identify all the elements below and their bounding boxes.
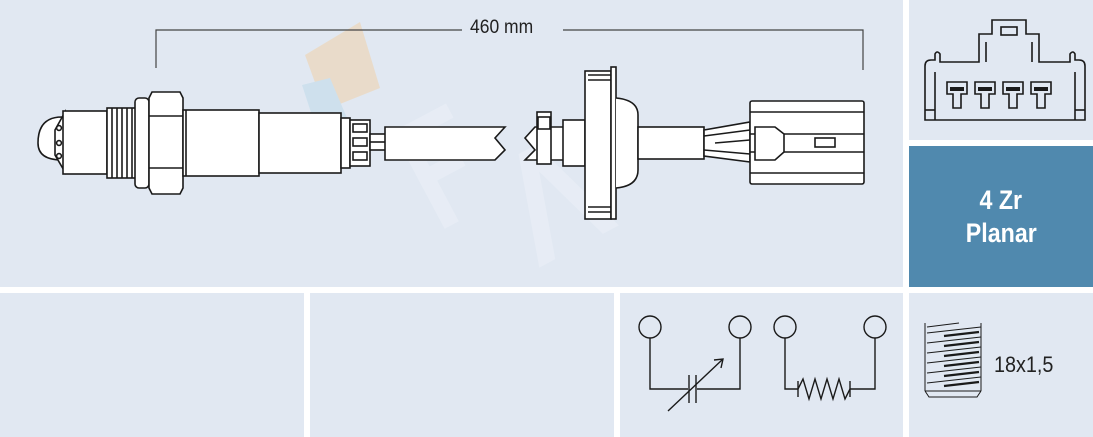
empty-info-panel-1 [0, 293, 304, 437]
length-dimension-label: 460 mm [470, 17, 534, 38]
connector-face-panel [909, 0, 1093, 140]
sensor-body [37, 66, 865, 220]
sensor-drawing [37, 22, 865, 220]
empty-info-panel-2 [310, 293, 614, 437]
variable-capacitor-symbol [638, 315, 752, 412]
circuit-diagram-panel [620, 293, 903, 437]
sensor-type-wires: 4 Zr [979, 184, 1023, 215]
product-drawing-panel: 460 mm [0, 0, 903, 287]
thread-size-label: 18x1,5 [994, 352, 1054, 377]
thread-size-panel [909, 293, 1093, 437]
sensor-type-badge: 4 Zr Planar [909, 146, 1093, 287]
sensor-type-technology: Planar [965, 217, 1037, 248]
resistor-heater-symbol [773, 315, 887, 402]
connector-pins [946, 81, 1052, 109]
thread-icon [924, 322, 982, 398]
4-pin-connector-face-icon [924, 19, 1086, 121]
